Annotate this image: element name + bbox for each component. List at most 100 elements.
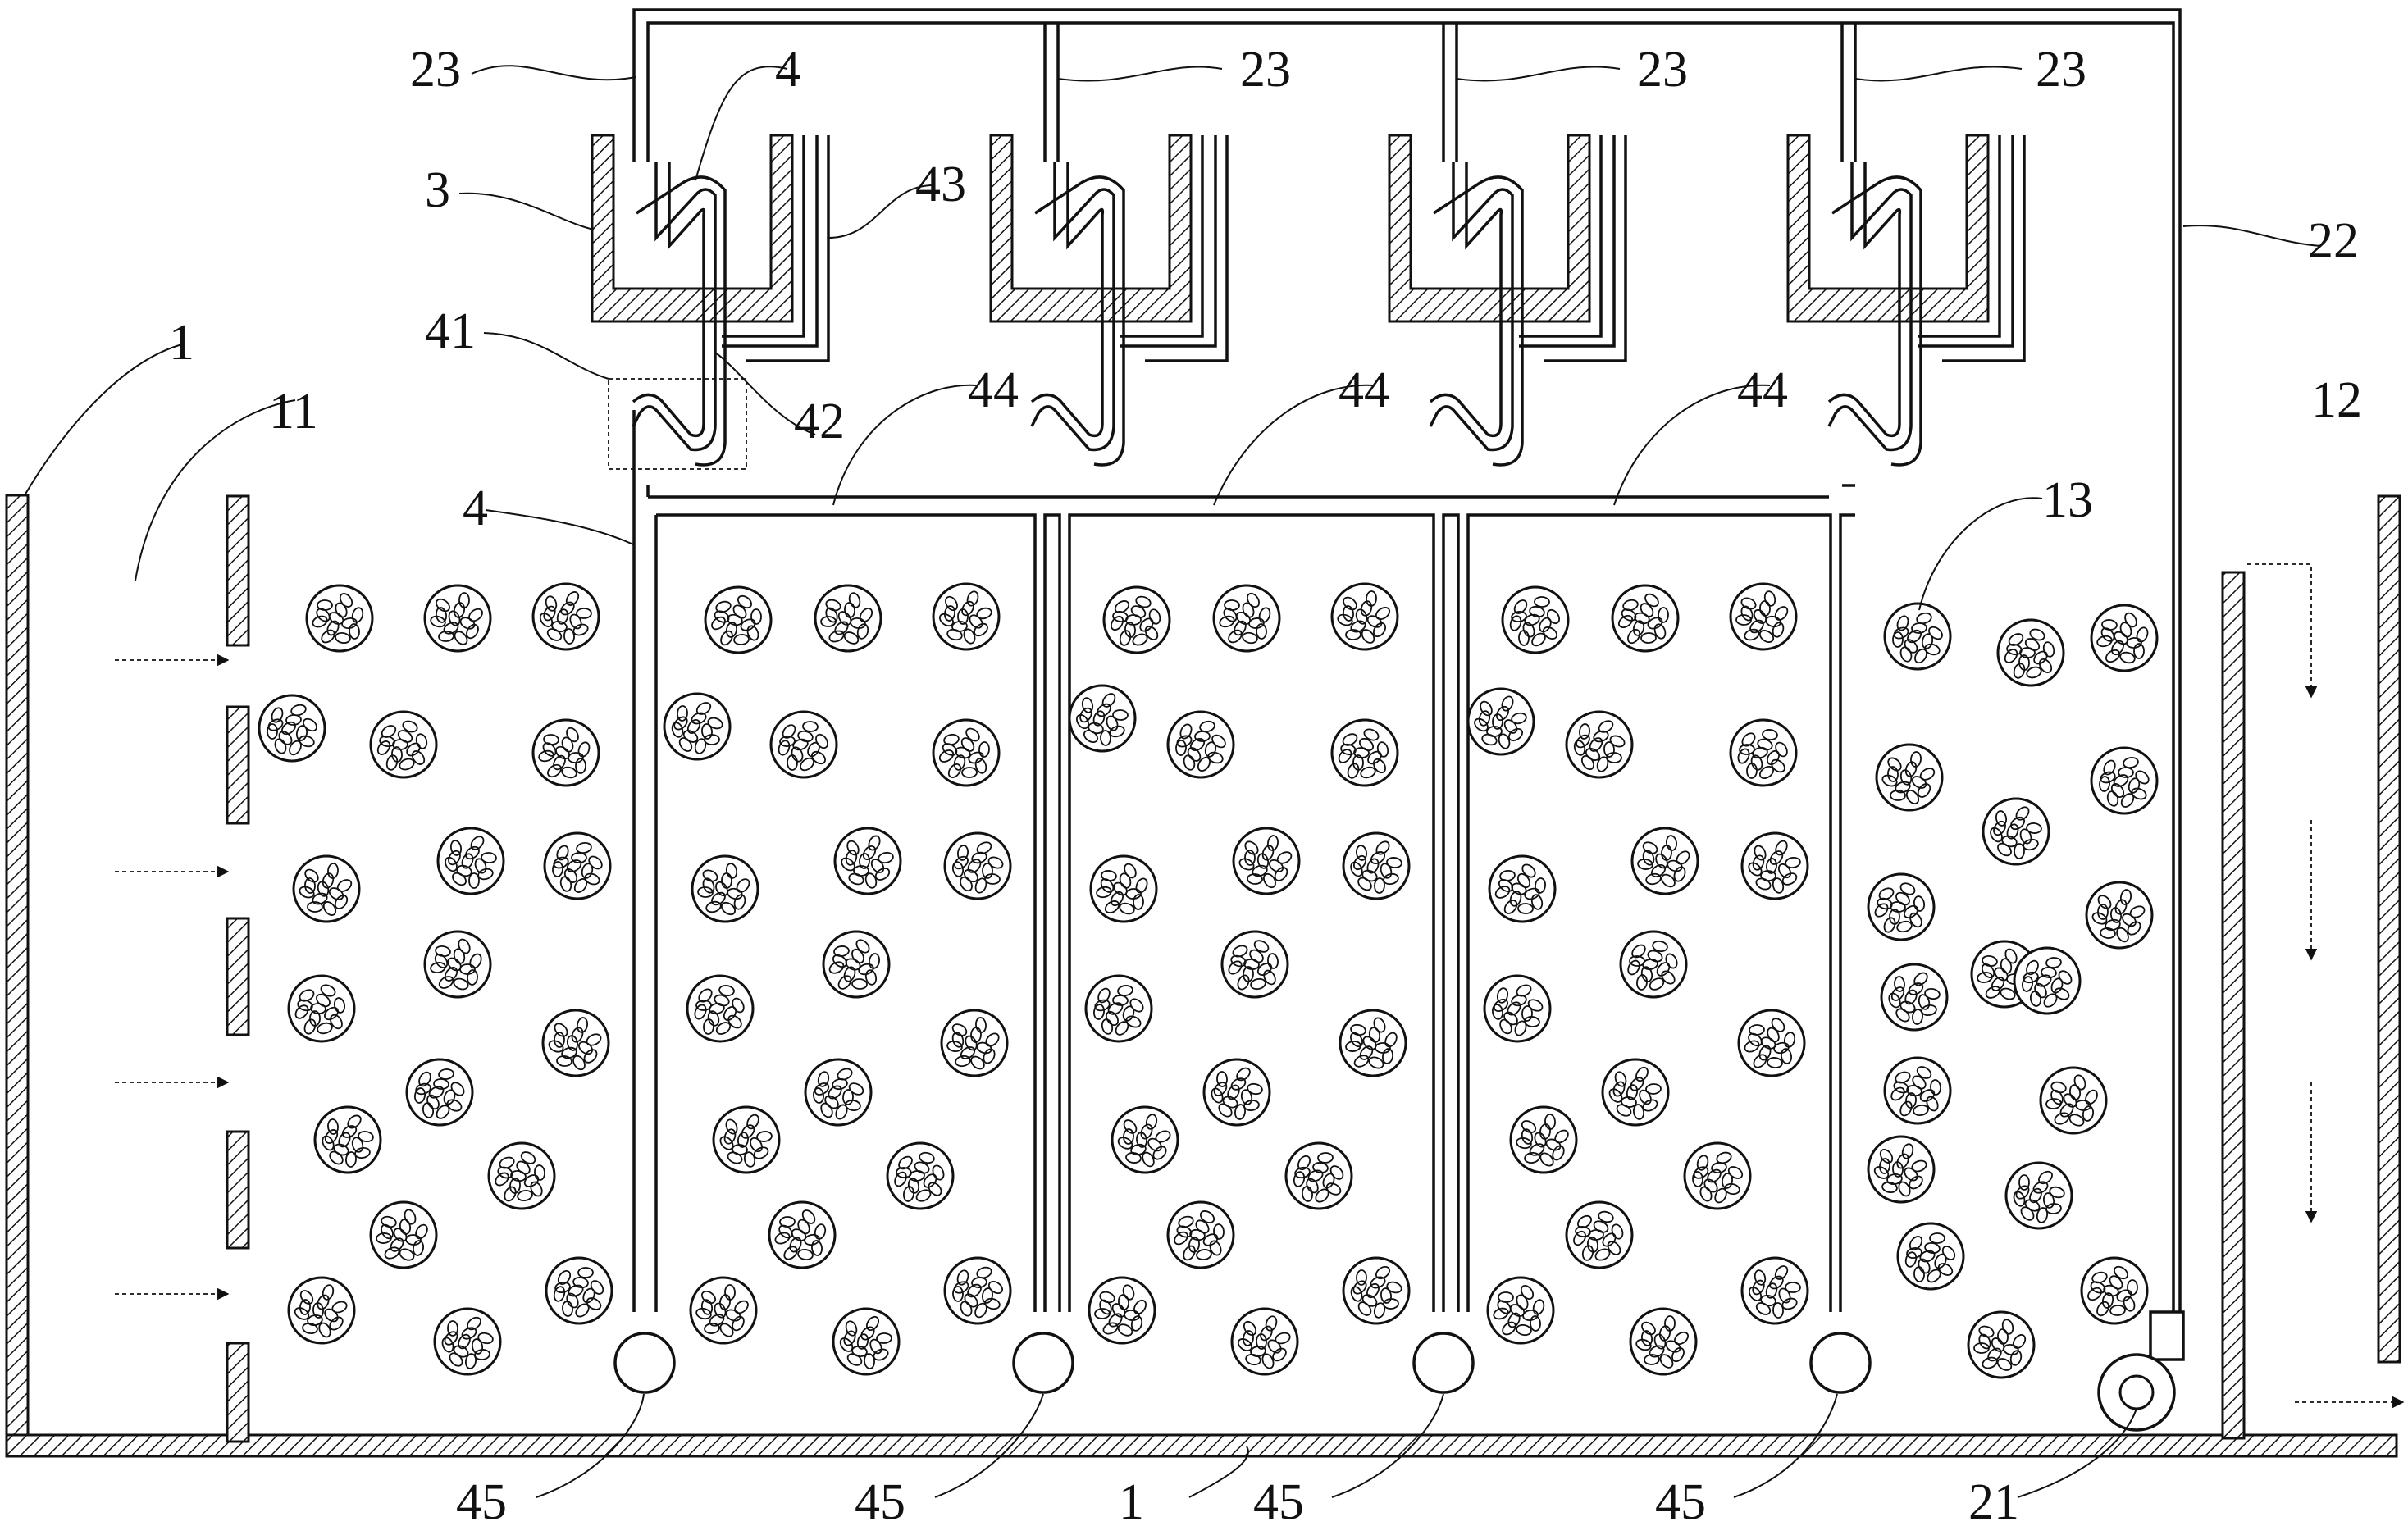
trough-wall	[1388, 134, 1591, 323]
filler-ball	[2004, 1161, 2073, 1230]
pipe-header	[646, 485, 1829, 499]
filler-ball	[1740, 1256, 1809, 1325]
siphon-outer-bend	[636, 175, 727, 467]
filler-ball	[1880, 963, 1949, 1032]
filler-ball	[712, 1105, 781, 1174]
filler-ball	[1996, 618, 2065, 687]
label-header: 44	[1339, 362, 1389, 418]
filler-ball	[531, 582, 600, 651]
filler-balls	[258, 582, 2159, 1379]
label-carrier: 13	[2042, 472, 2093, 528]
siphon-pipe	[632, 162, 717, 452]
label-trough: 3	[425, 162, 450, 218]
label-tank: 1	[1119, 1474, 1144, 1526]
trap-detail-box	[608, 378, 747, 470]
inlet-arrows	[115, 654, 230, 1301]
overflow-pipe	[1918, 135, 2026, 362]
filler-ball	[2085, 881, 2154, 950]
filler-ball	[932, 582, 1001, 651]
siphon-pipe-inner	[1030, 162, 1105, 438]
arrow-down-icon	[2247, 563, 2318, 699]
filler-ball	[1102, 585, 1171, 654]
filler-ball	[1166, 1200, 1235, 1269]
diffuser-ball	[613, 1332, 676, 1394]
siphon-pipe	[1429, 162, 1514, 452]
blower-housing	[2149, 1310, 2185, 1361]
diffuser-ball	[1412, 1332, 1475, 1394]
label-branch-pipe: 23	[2036, 42, 2086, 98]
label-main-pipe: 22	[2308, 213, 2359, 269]
filler-ball	[769, 710, 838, 779]
siphon-pipe	[1030, 162, 1115, 452]
filler-ball	[423, 930, 492, 999]
branch-pipe	[1043, 23, 1060, 162]
trough-unit	[1786, 134, 2026, 467]
filler-ball	[258, 694, 326, 763]
label-outlet: 12	[2311, 372, 2362, 428]
troughs	[591, 134, 2026, 467]
filler-ball	[1565, 1200, 1634, 1269]
label-header: 44	[968, 362, 1019, 418]
filler-ball	[543, 831, 612, 900]
trough-unit	[591, 134, 830, 467]
tank-floor	[5, 1433, 2398, 1458]
filler-ball	[814, 584, 882, 653]
filler-ball	[1339, 1009, 1407, 1077]
filler-ball	[369, 1200, 438, 1269]
filler-ball	[1611, 584, 1680, 653]
siphon-pipe-inner	[1827, 162, 1902, 438]
siphon-pipe-inner	[632, 162, 706, 438]
siphon-pipe-inner	[1429, 162, 1503, 438]
label-trap: 41	[425, 303, 476, 359]
overflow-pipe	[1120, 135, 1229, 362]
label-diffuser: 45	[1253, 1474, 1304, 1526]
filler-ball	[2090, 746, 2159, 815]
filler-ball	[822, 930, 891, 999]
label-diffuser: 45	[456, 1474, 507, 1526]
filler-ball	[1509, 1105, 1578, 1174]
outlet-wall-right	[2377, 494, 2401, 1364]
outlet-weir-left	[2221, 571, 2246, 1440]
filler-ball	[1729, 582, 1798, 651]
filler-ball	[1883, 602, 1952, 671]
label-inlet: 11	[269, 384, 318, 440]
filler-ball	[1466, 687, 1535, 756]
filler-ball	[1330, 718, 1399, 787]
filler-ball	[1630, 827, 1699, 895]
diffusers	[613, 1332, 1872, 1394]
inlet-baffle-4	[226, 1130, 250, 1250]
filler-ball	[1342, 1256, 1411, 1325]
main-air-pipe	[632, 8, 2182, 1320]
filler-ball	[2090, 604, 2159, 672]
filler-ball	[433, 1307, 502, 1376]
filler-ball	[832, 1307, 901, 1376]
filler-ball	[1896, 1222, 1965, 1291]
siphon-pipe	[1827, 162, 1913, 452]
filler-ball	[1068, 684, 1137, 753]
filler-ball	[423, 584, 492, 653]
label-header: 44	[1737, 362, 1788, 418]
trough-unit	[1388, 134, 1627, 467]
inlet-baffle-1	[226, 494, 250, 647]
filler-ball	[1342, 831, 1411, 900]
filler-ball	[691, 854, 759, 923]
diffuser-ball	[1012, 1332, 1074, 1394]
filler-ball	[1737, 1009, 1806, 1077]
filler-ball	[943, 1256, 1012, 1325]
leader-lines	[24, 65, 2322, 1498]
siphon-outer-bend	[1831, 175, 1922, 467]
blower-icon	[2097, 1353, 2176, 1432]
filler-ball	[1729, 718, 1798, 787]
inlet-baffle-3	[226, 917, 250, 1036]
filler-ball	[940, 1009, 1009, 1077]
compartment-partitions	[656, 513, 1855, 1312]
filler-ball	[1284, 1141, 1353, 1210]
inlet-baffle-5	[226, 1342, 250, 1443]
filler-ball	[305, 584, 374, 653]
filler-ball	[1601, 1058, 1670, 1127]
filler-ball	[804, 1058, 873, 1127]
label-tank: 1	[169, 315, 194, 371]
filler-ball	[768, 1200, 837, 1269]
label-lift-pipe: 4	[463, 481, 488, 536]
filler-ball	[1740, 831, 1809, 900]
